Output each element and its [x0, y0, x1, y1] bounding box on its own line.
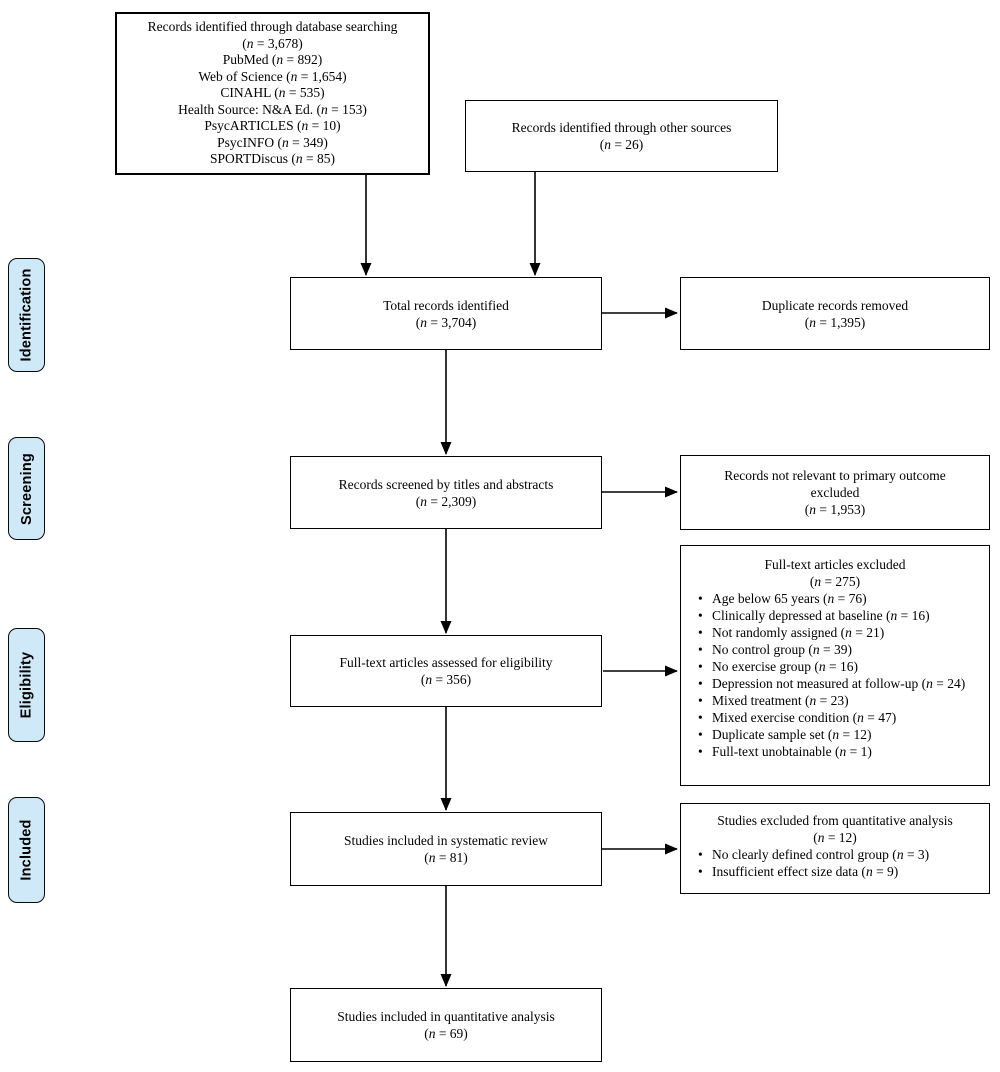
text-line: Records screened by titles and abstracts: [338, 476, 554, 492]
bullet-icon: •: [698, 608, 703, 623]
bullet-text: Mixed treatment (n = 23): [712, 693, 849, 708]
text-line: Records not relevant to primary outcome: [724, 468, 946, 483]
box-quantitative-excluded: Studies excluded from quantitative analy…: [680, 803, 990, 894]
exclusion-reason-list: • Age below 65 years (n = 76) • Clinically …: [681, 590, 989, 760]
text-line: (n = 356): [420, 672, 472, 687]
bullet-text: Insufficient effect size data (n = 9): [712, 864, 899, 879]
box-other-sources: Records identified through other sources…: [465, 100, 778, 172]
bullet-icon: •: [698, 625, 703, 640]
text-line: Total records identified: [383, 297, 509, 313]
bullet-icon: •: [698, 847, 703, 862]
box-database-search: Records identified through database sear…: [115, 12, 430, 175]
box-fulltext-excluded: Full-text articles excluded (n = 275) • Ag…: [680, 545, 990, 786]
text-line: Studies included in systematic review: [344, 833, 548, 848]
text-line: SPORTDiscus (n = 85): [210, 151, 335, 167]
box-text: Studies included in quantitative analysi…: [291, 1008, 601, 1042]
text-line: Health Source: N&A Ed. (n = 153): [178, 101, 367, 117]
bullet-text: Full-text unobtainable (n = 1): [712, 744, 872, 759]
box-not-relevant-excluded: Records not relevant to primary outcome e…: [680, 455, 990, 530]
text-line: PsycINFO (n = 349): [217, 134, 328, 150]
box-title: Full-text articles excluded (n = 275): [681, 556, 989, 590]
text-line: excluded: [810, 485, 860, 500]
text-line: (n = 3,678): [242, 35, 303, 51]
bullet-text: Mixed exercise condition (n = 47): [712, 710, 897, 725]
box-text: Full-text articles assessed for eligibil…: [291, 654, 601, 688]
text-line: Studies included in quantitative analysi…: [337, 1009, 555, 1024]
bullet-text: No control group (n = 39): [712, 642, 852, 657]
box-text: Records not relevant to primary outcome e…: [681, 467, 989, 518]
box-text: Records identified through database sear…: [117, 19, 428, 168]
box-total-identified: Total records identified(n = 3,704): [290, 277, 602, 350]
box-fulltext-assessed: Full-text articles assessed for eligibil…: [290, 635, 602, 707]
text-line: (n = 2,309): [415, 493, 477, 509]
text-line: (n = 81): [424, 850, 468, 865]
bullet-text: No exercise group (n = 16): [712, 659, 858, 674]
box-text: Total records identified(n = 3,704): [291, 297, 601, 331]
bullet-text: Clinically depressed at baseline (n = 16…: [712, 608, 930, 623]
text-line: Records identified through other sources: [511, 120, 732, 135]
text-line: (n = 12): [813, 830, 857, 845]
exclusion-reason-list: • No clearly defined control group (n = 3…: [681, 846, 989, 880]
text-line: (n = 3,704): [415, 314, 477, 330]
text-line: Web of Science (n = 1,654): [198, 68, 347, 84]
bullet-text: Age below 65 years (n = 76): [712, 591, 867, 606]
bullet-icon: •: [698, 710, 703, 725]
text-line: Studies excluded from quantitative analy…: [717, 813, 953, 828]
text-line: (n = 1,395): [804, 314, 866, 330]
bullet-item: • Not randomly assigned (n = 21): [695, 624, 983, 641]
bullet-item: • No control group (n = 39): [695, 641, 983, 658]
bullet-item: • Mixed treatment (n = 23): [695, 692, 983, 709]
bullet-icon: •: [698, 591, 703, 606]
text-line: (n = 275): [809, 574, 861, 589]
bullet-item: • Insufficient effect size data (n = 9): [695, 863, 983, 880]
bullet-icon: •: [698, 727, 703, 742]
stage-label-included: Included: [8, 797, 45, 903]
stage-label-screening: Screening: [8, 437, 45, 540]
stage-label-text: Screening: [18, 452, 35, 525]
bullet-item: • Duplicate sample set (n = 12): [695, 726, 983, 743]
bullet-icon: •: [698, 744, 703, 759]
bullet-item: • Mixed exercise condition (n = 47): [695, 709, 983, 726]
bullet-icon: •: [698, 676, 703, 691]
stage-label-text: Identification: [18, 268, 35, 362]
box-quantitative-included: Studies included in quantitative analysi…: [290, 988, 602, 1062]
bullet-item: • Clinically depressed at baseline (n = 1…: [695, 607, 983, 624]
bullet-item: • Age below 65 years (n = 76): [695, 590, 983, 607]
bullet-icon: •: [698, 642, 703, 657]
box-text: Studies included in systematic review (n …: [291, 832, 601, 866]
bullet-text: Duplicate sample set (n = 12): [712, 727, 872, 742]
box-systematic-review: Studies included in systematic review (n …: [290, 812, 602, 886]
bullet-item: • Full-text unobtainable (n = 1): [695, 743, 983, 760]
text-line: Records identified through database sear…: [147, 19, 398, 35]
box-text: Duplicate records removed(n = 1,395): [681, 297, 989, 331]
bullet-icon: •: [698, 659, 703, 674]
bullet-item: • No clearly defined control group (n = 3…: [695, 846, 983, 863]
stage-label-identification: Identification: [8, 258, 45, 372]
stage-label-text: Included: [18, 819, 35, 881]
text-line: Full-text articles excluded: [764, 557, 906, 572]
text-line: (n = 69): [424, 1026, 468, 1041]
bullet-text: No clearly defined control group (n = 3): [712, 847, 930, 862]
text-line: PsycARTICLES (n = 10): [204, 118, 341, 134]
box-records-screened: Records screened by titles and abstracts…: [290, 456, 602, 529]
bullet-icon: •: [698, 864, 703, 879]
text-line: (n = 1,953): [804, 502, 866, 517]
box-text: Records screened by titles and abstracts…: [291, 476, 601, 510]
stage-label-text: Eligibility: [18, 651, 35, 719]
box-text: Records identified through other sources…: [466, 119, 777, 153]
box-duplicates-removed: Duplicate records removed(n = 1,395): [680, 277, 990, 350]
text-line: Full-text articles assessed for eligibil…: [339, 655, 553, 670]
text-line: (n = 26): [599, 137, 644, 152]
bullet-text: Depression not measured at follow-up (n …: [712, 676, 966, 691]
stage-label-eligibility: Eligibility: [8, 628, 45, 742]
bullet-item: • Depression not measured at follow-up (n…: [695, 675, 983, 692]
text-line: PubMed (n = 892): [222, 52, 323, 68]
box-title: Studies excluded from quantitative analy…: [681, 812, 989, 846]
bullet-icon: •: [698, 693, 703, 708]
bullet-item: • No exercise group (n = 16): [695, 658, 983, 675]
bullet-text: Not randomly assigned (n = 21): [712, 625, 885, 640]
text-line: CINAHL (n = 535): [220, 85, 325, 101]
text-line: Duplicate records removed: [761, 297, 909, 313]
